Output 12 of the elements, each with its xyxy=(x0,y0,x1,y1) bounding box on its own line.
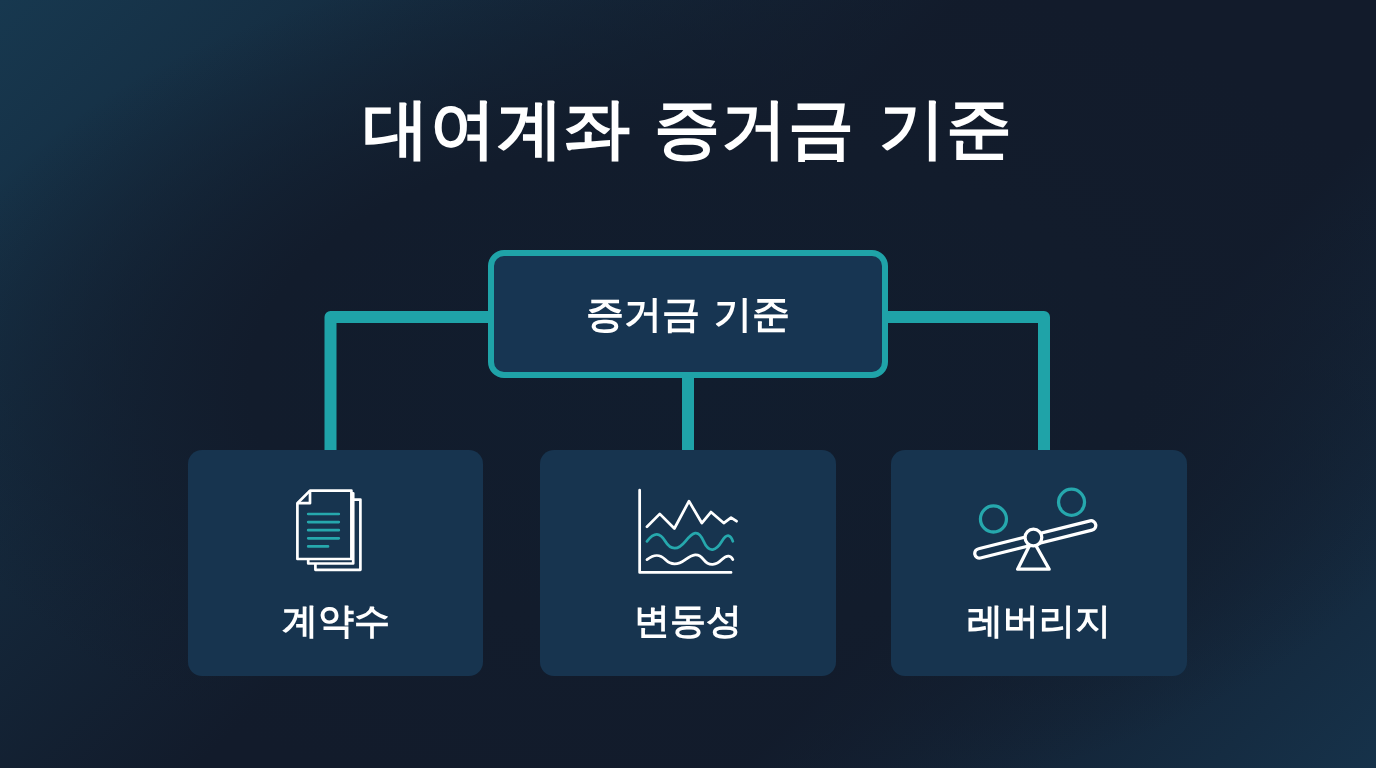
title: 대여계좌 증거금 기준 xyxy=(361,89,1015,169)
category-box xyxy=(488,250,888,378)
connector-line xyxy=(888,311,1050,450)
criterion-card xyxy=(540,450,836,676)
criterion-card xyxy=(188,450,483,676)
node-label: 계약수 xyxy=(281,599,390,643)
node-label: 레버리지 xyxy=(967,599,1111,643)
connector-line xyxy=(682,378,694,450)
node-label: 증거금 기준 xyxy=(586,290,790,338)
node-label: 변동성 xyxy=(634,599,742,643)
connector-line xyxy=(324,311,488,450)
criterion-card xyxy=(891,450,1187,676)
